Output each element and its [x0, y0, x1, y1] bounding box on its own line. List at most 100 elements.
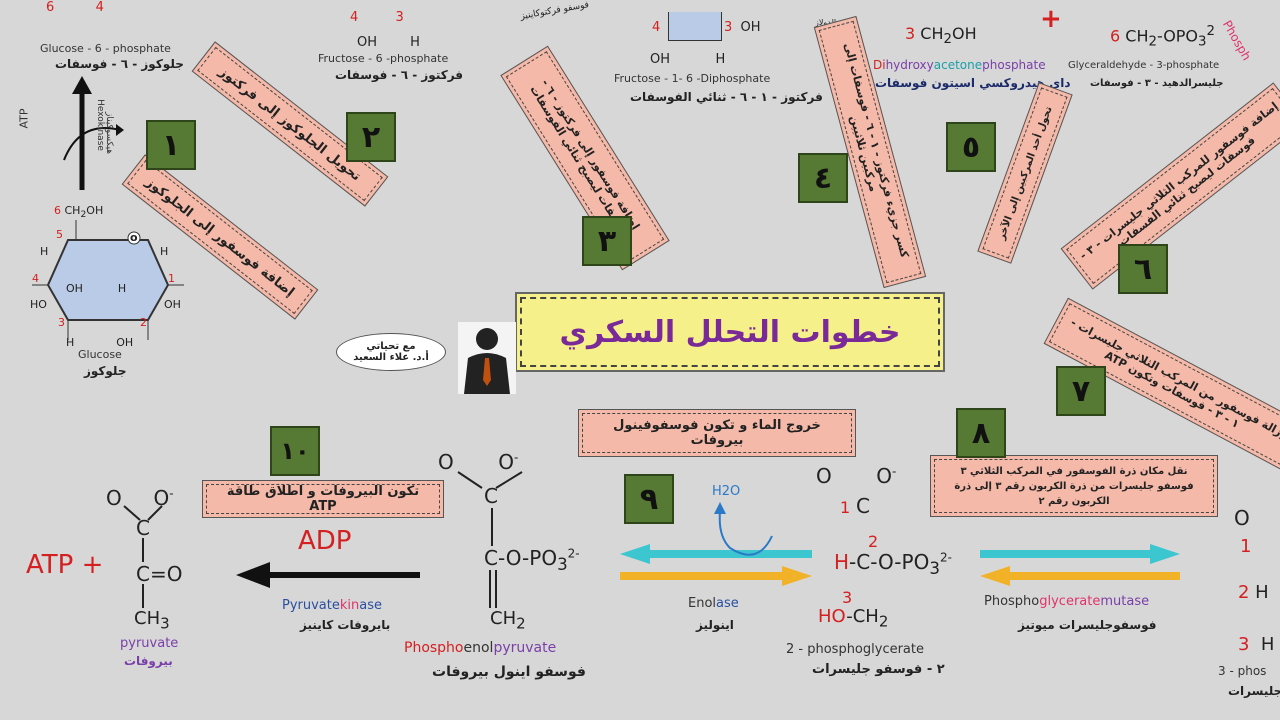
enolase-label-ar: اينوليز: [696, 618, 734, 632]
glucose-h-right: H: [160, 245, 169, 258]
f16bp-oh: OH H: [650, 52, 726, 67]
pyruvate-label-en: pyruvate: [120, 636, 179, 651]
glucose-label-en: Glucose: [78, 348, 122, 361]
adp-label: ADP: [298, 526, 352, 556]
hexokinase-label-ar: هيكسوكيناز: [103, 112, 114, 154]
glucose-c2: 2: [140, 316, 147, 329]
f16bp-ring-shape: [668, 12, 722, 41]
g3p-label-ar: جليسرالدهيد - ٣ - فوسفات: [1090, 78, 1224, 89]
pfk-label: فوسفو فركتوكاينيز: [519, 0, 590, 22]
pep-label-en: Phosphoenolpyruvate: [404, 640, 557, 656]
author-bubble: مع تحياتي أ.د. علاء السعيد: [336, 333, 446, 371]
glucose-c6: 6 CH2OH: [54, 204, 104, 221]
pg3-o: O: [1234, 506, 1250, 530]
dhap-label-en: Dihydroxyacetonephosphate: [873, 58, 1046, 72]
pyruvate-ch3: CH3: [134, 608, 170, 633]
f6p-top-fragment: 4 3: [350, 10, 404, 25]
pg3-n2: 2 H: [1238, 582, 1269, 603]
pg2-label-ar: ٢ - فوسفو جليسرات: [812, 662, 945, 677]
glucose-oh-left: HO: [30, 298, 47, 311]
glucose-label-ar: جلوكوز: [84, 364, 127, 378]
pep-c2: C-O-PO32-: [484, 546, 580, 574]
atp-product: ATP +: [26, 550, 104, 580]
step-8-badge: ٨: [956, 408, 1006, 458]
pep-bonds: [457, 471, 523, 608]
pyruvate-c1: C: [136, 516, 150, 540]
glucose-bottom: H OH: [66, 336, 134, 349]
g6p-top-fragment: 6 4: [46, 0, 104, 15]
f16bp-ring-left: 4: [652, 20, 661, 35]
pyruvate-bonds: [123, 505, 163, 608]
step-5-box: تحول أحد المركبين إلى الآخر: [977, 82, 1073, 264]
glucose-h-left: H: [40, 245, 49, 258]
g3p-formula: 6 CH2-OPO32: [1110, 24, 1215, 50]
step-6-badge: ٦: [1118, 244, 1168, 294]
phosph-partial: Phosph: [1219, 18, 1254, 63]
f16bp-label-ar: فركتوز - ١ - ٦ - ثنائي الفوسفات: [630, 90, 823, 104]
step-1-badge: ١: [146, 120, 196, 170]
step-2-badge: ٢: [346, 112, 396, 162]
page-title: خطوات التحلل السكري: [515, 292, 945, 372]
step-4-badge: ٤: [798, 153, 848, 203]
hexokinase-arrow: [63, 76, 124, 190]
glucose-ring: [32, 220, 184, 340]
step-10-box: تكون البيروفات و اطلاق طاقة ATP: [202, 480, 444, 518]
step-7-badge: ٧: [1056, 366, 1106, 416]
step-9-box: خروج الماء و تكون فوسفوفينول بيروفات: [578, 409, 856, 457]
h2o-label: H2O: [712, 484, 741, 499]
f6p-oh: OH H: [357, 35, 420, 50]
glucose-c4: 4: [32, 272, 39, 285]
dhap-label-ar: داي هيدروكسي اسيتون فوسفات: [875, 76, 1071, 90]
glucose-c3: 3: [58, 316, 65, 329]
pg2-label-en: 2 - phosphoglycerate: [786, 642, 924, 657]
author-line1: مع تحياتي: [366, 341, 416, 352]
pk-label-en: Pyruvatekinase: [282, 598, 383, 613]
pg2-c2: H-C-O-PO32-: [834, 550, 952, 578]
pgm-label-en: Phosphoglyceratemutase: [984, 594, 1150, 609]
f6p-label-ar: فركتوز - ٦ - فوسفات: [335, 68, 464, 82]
water-release-arrow: [714, 502, 773, 556]
pk-label-ar: بايروفات كاينيز: [300, 618, 391, 632]
pg2-o-top: O O-: [816, 464, 897, 488]
step-6-box: إضافة فوسفور للمركب الثلاثي جليسرات - ٣ …: [1060, 82, 1280, 290]
pyruvate-c2: C=O: [136, 562, 183, 586]
pgm-arrows: [980, 544, 1180, 586]
author-line2: أ.د. علاء السعيد: [353, 352, 429, 363]
pyruvate-o-top: O O-: [106, 486, 174, 510]
pep-c1: C: [484, 484, 498, 508]
g6p-label-ar: جلوكوز - ٦ - فوسفات: [55, 57, 184, 71]
glucose-oh-right: OH: [164, 298, 181, 311]
enolase-label-en: Enolase: [688, 596, 739, 611]
glucose-oh-mid: OH H: [66, 282, 127, 295]
pgm-label-ar: فوسفوجليسرات ميوتيز: [1018, 618, 1157, 632]
enolase-arrows: [620, 544, 812, 586]
aldolase-label: الدولاز: [815, 18, 837, 27]
pep-o-top: O O-: [438, 450, 519, 474]
glucose-ring-o: o: [130, 231, 138, 244]
dhap-ch2oh: 3 CH2OH: [905, 24, 977, 48]
f16bp-ring-right: 3 OH: [724, 20, 761, 35]
pg2-ch2: HO-CH2: [818, 606, 889, 631]
step-8-box: نقل مكان ذرة الفوسفور في المركب الثلاثي …: [930, 455, 1218, 517]
f16bp-label-en: Fructose - 1- 6 -Diphosphate: [614, 72, 771, 85]
glucose-c1: 1: [168, 272, 175, 285]
pyruvate-kinase-arrow: [236, 562, 420, 588]
author-avatar: [458, 322, 516, 394]
glucose-c5: 5: [56, 228, 63, 241]
atp-hexokinase: ATP: [17, 108, 31, 129]
pg2-n2: 2: [868, 532, 879, 551]
g3p-label-en: Glyceraldehyde - 3-phosphate: [1068, 60, 1220, 71]
pg3-n3: 3 H: [1238, 634, 1275, 655]
pyruvate-label-ar: بيروفات: [124, 654, 173, 668]
plus-sign: +: [1040, 4, 1062, 34]
step-5-badge: ٥: [946, 122, 996, 172]
pg3-n1: 1: [1240, 536, 1252, 557]
pg3-label-en: 3 - phos: [1218, 664, 1267, 678]
step-3-badge: ٣: [582, 216, 632, 266]
pg2-n3: 3: [842, 588, 853, 607]
pg2-n1: 1: [840, 498, 851, 517]
pep-ch2: CH2: [490, 608, 526, 633]
g6p-label-en: Glucose - 6 - phosphate: [40, 42, 171, 55]
step-4-box: كسر جزيء فركتوز - ١ - ٦ - فوسفات إلى مرك…: [813, 15, 927, 289]
f6p-label-en: Fructose - 6 -phosphate: [318, 52, 449, 65]
